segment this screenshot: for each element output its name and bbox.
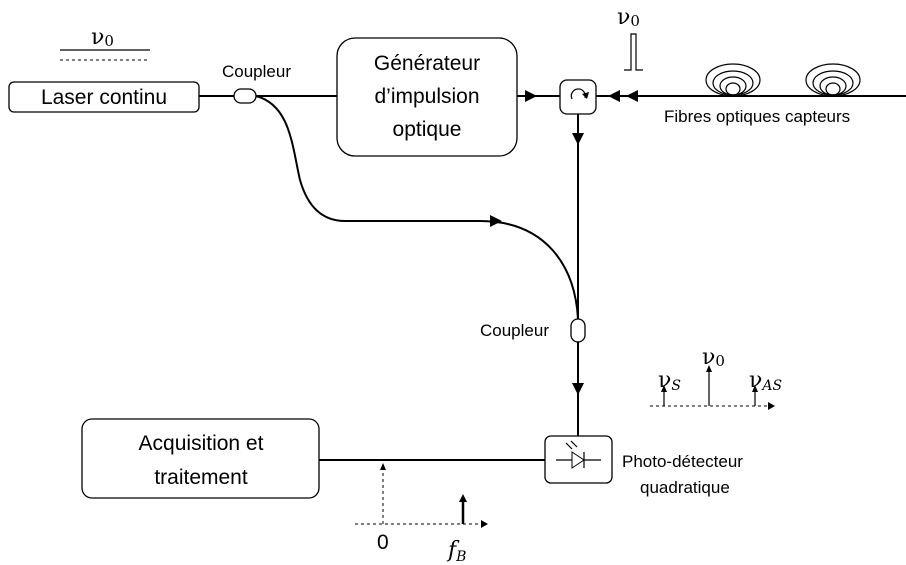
arrow-backscatter xyxy=(608,90,620,102)
brillouin-spectrum: νS ν0 νAS xyxy=(650,345,782,410)
coupler-bottom-label: Coupleur xyxy=(480,321,549,340)
laser-spectrum-symbol: ν0 xyxy=(60,25,150,61)
fibre-coil-1 xyxy=(705,63,761,97)
beat-frequency-label: fB xyxy=(446,538,466,565)
fibres-label: Fibres optiques capteurs xyxy=(664,107,850,126)
arrow-local-oscillator xyxy=(490,215,502,227)
arrow-forward xyxy=(626,90,638,102)
svg-text:ν0: ν0 xyxy=(617,5,640,30)
bottom-coupler: Coupleur xyxy=(480,318,586,343)
beat-zero-label: 0 xyxy=(377,531,389,554)
circulator xyxy=(559,79,597,115)
pulse-spectrum-symbol: ν0 xyxy=(617,5,643,71)
wire-local-oscillator xyxy=(255,95,579,320)
center-frequency-label: ν0 xyxy=(702,345,725,370)
beat-spectrum: 0 fB xyxy=(355,463,488,565)
laser-label: Laser continu xyxy=(41,86,167,109)
stokes-label: νS xyxy=(658,368,681,394)
coupler-top-label: Coupleur xyxy=(222,62,291,81)
laser-block: Laser continu xyxy=(8,81,200,113)
acquisition-label-line2: traitement xyxy=(154,466,248,489)
arrow-down-detector xyxy=(572,383,584,395)
arrow-to-circulator xyxy=(525,90,537,102)
fibre-coil-2 xyxy=(805,63,861,97)
generator-label-line2: d’impulsion xyxy=(374,85,479,108)
svg-text:ν0: ν0 xyxy=(91,25,114,50)
antistokes-label: νAS xyxy=(749,368,782,394)
acquisition-block: Acquisition et traitement xyxy=(81,418,320,499)
acquisition-label-line1: Acquisition et xyxy=(139,432,264,455)
top-coupler: Coupleur xyxy=(222,62,291,104)
photodetector xyxy=(544,435,613,484)
svg-text:quadratique: quadratique xyxy=(640,478,730,497)
generator-label-line1: Générateur xyxy=(374,52,480,75)
generator-label-line3: optique xyxy=(393,118,462,141)
svg-text:Photo-détecteur: Photo-détecteur xyxy=(622,452,743,471)
arrow-down-circulator xyxy=(572,133,584,145)
photodetector-label: Photo-détecteur quadratique xyxy=(622,452,743,497)
pulse-generator-block: Générateur d’impulsion optique xyxy=(336,37,518,157)
